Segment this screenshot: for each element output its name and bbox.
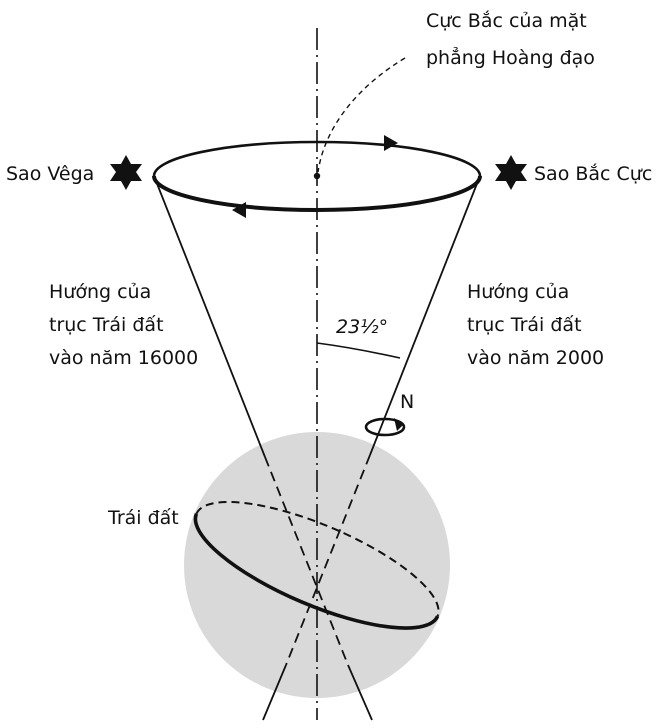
precession-circle-front (152, 175, 482, 212)
ecliptic-pole-pointer (317, 57, 406, 173)
axis-16000-label-1: Hướng của (49, 281, 151, 303)
earth-label: Trái đất (107, 507, 179, 529)
earth-equator (193, 500, 440, 630)
ecliptic-pole-dot (313, 172, 321, 180)
spin-arrow (364, 417, 406, 437)
spin-arrow-head (394, 418, 404, 431)
vega-star-icon (110, 155, 142, 190)
angle-label: 23½° (336, 316, 388, 338)
ecliptic-pole-label-1: Cực Bắc của mặt (426, 9, 587, 32)
axis-2000-line-below (262, 664, 287, 721)
axis-2000-label-2: trục Trái đất (467, 314, 582, 336)
polaris-star-icon (495, 155, 527, 190)
axis-2000-label-1: Hướng của (467, 281, 569, 303)
angle-arc (316, 342, 401, 359)
axis-2000-line-inside (285, 454, 371, 666)
arrow-top-right (384, 135, 398, 151)
arrow-bottom-left (232, 202, 246, 218)
axis-16000-line-below (347, 664, 373, 721)
axis-16000-label-3: vào năm 16000 (49, 347, 198, 369)
axis-2000-label-3: vào năm 2000 (467, 347, 604, 369)
north-label: N (400, 391, 414, 413)
axis-16000-line-inside (264, 456, 349, 666)
vega-label: Sao Vêga (6, 163, 94, 185)
polaris-label: Sao Bắc Cực (534, 162, 652, 185)
axis-2000-line (369, 175, 481, 456)
ecliptic-pole-label-2: phẳng Hoàng đạo (426, 46, 595, 69)
axis-16000-line (153, 175, 266, 458)
axis-16000-label-2: trục Trái đất (49, 314, 164, 336)
